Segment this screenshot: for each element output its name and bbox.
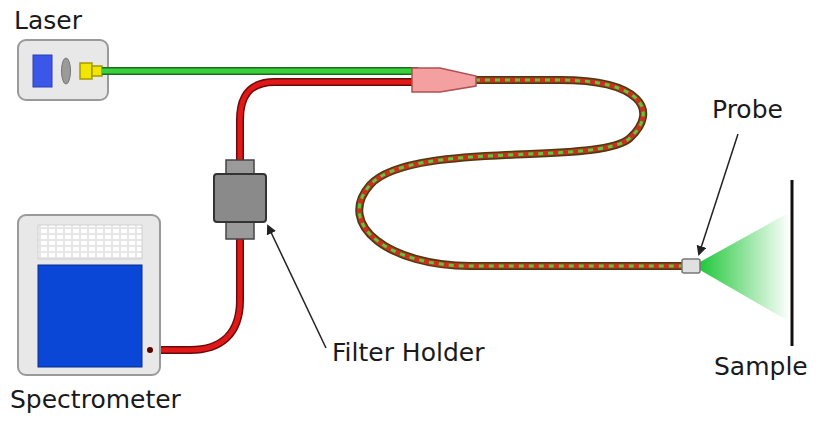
fiber-coupler: [412, 68, 476, 92]
spectrometer-unit: [18, 215, 160, 375]
filter-holder: [214, 160, 266, 239]
sample-surface: [791, 180, 794, 346]
part-label: Spectrometer: [10, 385, 181, 415]
part-label: Sample: [714, 352, 808, 382]
leader-arrow: [699, 134, 738, 254]
probe-tip: [682, 259, 700, 273]
part-label: Filter Holder: [332, 338, 484, 368]
leader-arrow: [268, 226, 326, 348]
part-label: Laser: [14, 6, 82, 36]
part-label: Probe: [712, 95, 783, 125]
laser-unit: [18, 40, 108, 100]
laser-beam: [700, 212, 790, 322]
